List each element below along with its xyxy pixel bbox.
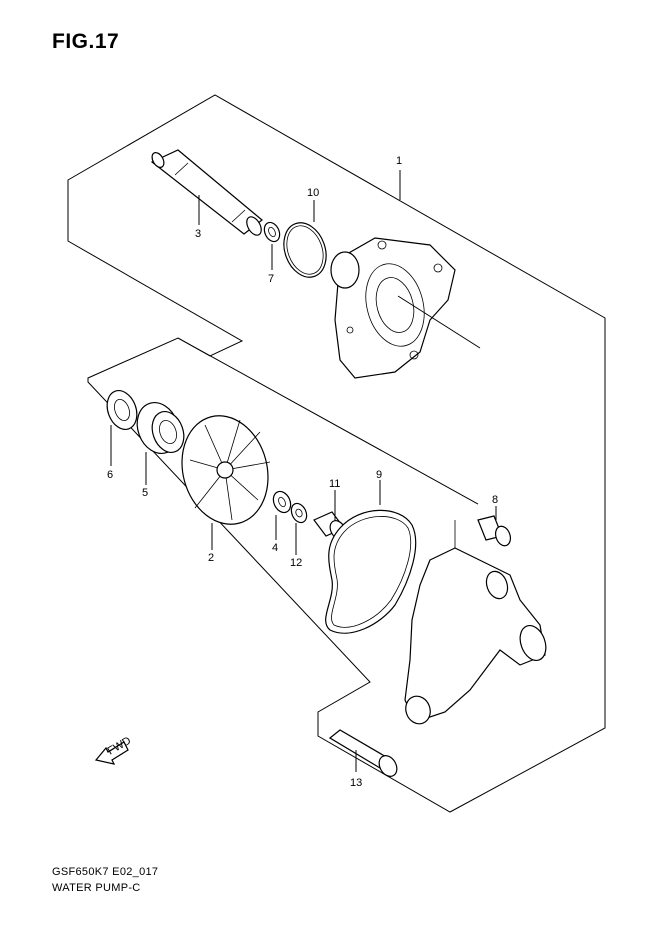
callout-7: 7 [268,273,274,285]
assembly-outline [67,94,606,813]
figure-name: WATER PUMP-C [52,882,141,894]
callout-11: 11 [329,478,340,490]
callout-6: 6 [107,469,113,481]
callout-13: 13 [350,777,362,789]
fwd-arrow-icon: FWD [94,735,133,765]
figure-title: FIG.17 [52,30,120,53]
long-bolt-part-13[interactable] [328,729,400,780]
mechanical-seal-part-5[interactable] [130,397,189,460]
o-ring-part-10[interactable] [277,217,334,283]
callout-9: 9 [376,469,382,481]
callout-1: 1 [396,155,402,167]
impeller-part-2[interactable] [170,406,280,534]
callout-10: 10 [307,187,319,199]
subassembly-outline [177,337,479,505]
washer-part-7[interactable] [261,220,282,244]
pump-body-part-1[interactable] [330,237,481,379]
leader-lines [110,170,497,772]
callout-12: 12 [290,557,302,569]
washer-part-4[interactable] [270,489,294,516]
shaft-part[interactable] [150,149,265,238]
washer-part-12[interactable] [288,501,309,525]
screw-part-8[interactable] [477,515,513,548]
pump-housing[interactable] [402,520,550,727]
callout-2: 2 [208,552,214,564]
figure-code: GSF650K7 E02_017 [52,866,159,878]
callout-5: 5 [142,487,148,499]
oil-seal-part-6[interactable] [102,386,142,433]
gasket-part-9[interactable] [325,509,417,634]
callout-4: 4 [272,542,278,554]
callout-8: 8 [492,494,498,506]
callout-3: 3 [195,228,201,240]
